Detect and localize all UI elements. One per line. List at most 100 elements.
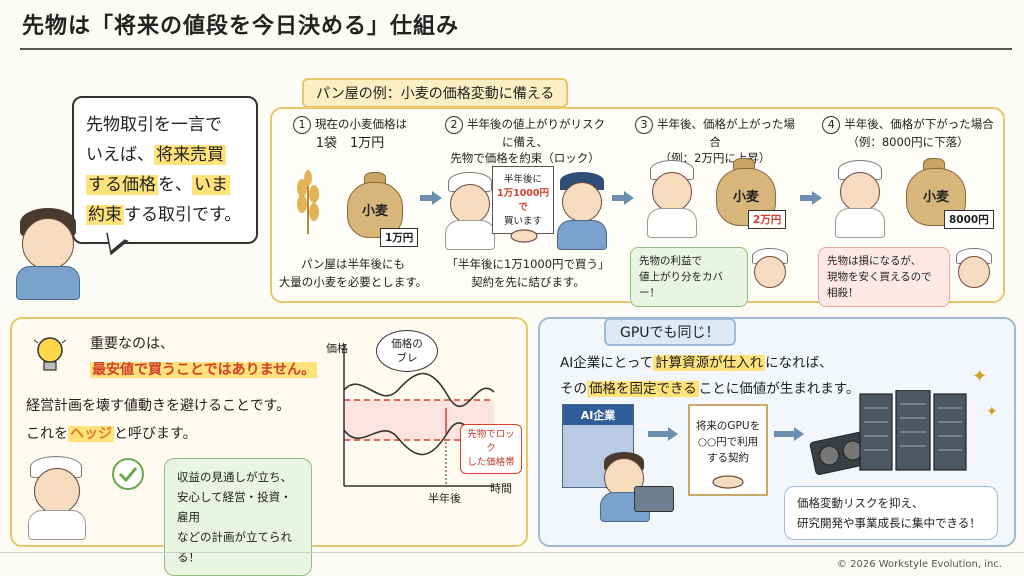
hedge-term: ヘッジ bbox=[68, 426, 114, 442]
hedge-text-1: 重要なのは、 bbox=[90, 336, 174, 352]
caption-line: 契約を先に結びます。 bbox=[471, 275, 585, 289]
note-line: などの計画が立てられる！ bbox=[177, 530, 292, 564]
contract-text: ○○円で利用 bbox=[697, 436, 759, 448]
copyright: © 2026 Workstyle Evolution, inc. bbox=[836, 559, 1002, 570]
step-1-caption: パン屋は半年後にも 大量の小麦を必要とします。 bbox=[278, 255, 428, 291]
bubble-line: 価格の bbox=[391, 338, 423, 350]
gpu-text-part: AI企業にとって bbox=[560, 355, 654, 371]
band-label-line: 先物でロック bbox=[467, 429, 515, 454]
hedge-text-3: 経営計画を壊す値動きを避けることです。 bbox=[26, 398, 291, 414]
step-title-line: 現在の小麦価格は bbox=[315, 117, 407, 131]
sparkle-icon: ✦ bbox=[986, 404, 998, 420]
arrow-right-icon bbox=[624, 191, 634, 205]
arrow-right-icon bbox=[812, 191, 822, 205]
step-1-title: 1 現在の小麦価格は 1袋 1万円 bbox=[280, 116, 420, 152]
band-label-line: した価格帯 bbox=[467, 457, 515, 468]
step-number: 2 bbox=[445, 116, 463, 134]
wheat-icon bbox=[290, 168, 326, 234]
sparkle-icon: ✦ bbox=[972, 366, 988, 387]
footer-divider bbox=[0, 552, 1024, 553]
price-tag: 1万円 bbox=[380, 228, 419, 247]
price-chart-svg bbox=[343, 344, 495, 487]
step-number: 1 bbox=[293, 116, 311, 134]
arrow-shaft bbox=[648, 431, 668, 437]
bubble-line-1: 先物取引を一言で bbox=[86, 115, 222, 135]
step-title-line: 半年後、価格が下がった場合 bbox=[844, 117, 994, 131]
gpu-text-part: になれば、 bbox=[765, 355, 833, 371]
price-fluctuation-diagram bbox=[322, 334, 522, 504]
handshake-icon bbox=[712, 474, 744, 489]
ai-company-building-icon: AI企業 bbox=[562, 404, 634, 488]
chart-y-label: 価格 bbox=[326, 342, 348, 355]
arrow-shaft bbox=[800, 195, 812, 201]
offset-note: 先物は損になるが、 現物を安く買えるので相殺！ bbox=[818, 247, 950, 307]
lightbulb-icon bbox=[32, 334, 68, 378]
price-tag: 8000円 bbox=[944, 210, 994, 229]
chart-x-tick: 半年後 bbox=[428, 492, 461, 505]
arrow-right-icon bbox=[432, 191, 442, 205]
contract-text: 将来のGPUを bbox=[695, 420, 761, 432]
price-curve-upper bbox=[343, 372, 495, 407]
laptop-icon bbox=[634, 486, 674, 512]
gpu-text-part: その bbox=[560, 381, 587, 397]
gpu-text: AI企業にとって計算資源が仕入れになれば、 その価格を固定できることに価値が生ま… bbox=[560, 350, 859, 402]
note-line: 安心して経営・投資・雇用 bbox=[177, 490, 292, 524]
contract-text: する契約 bbox=[707, 452, 749, 464]
note-line: 研究開発や事業成長に集中できる！ bbox=[797, 516, 981, 530]
note-line: 収益の見通しが立ち、 bbox=[177, 470, 292, 484]
contract-price: 1万1000円で bbox=[496, 188, 550, 213]
note-line: 先物の利益で bbox=[639, 255, 702, 267]
bubble-highlight: 約束 bbox=[86, 205, 124, 225]
speech-bubble: 先物取引を一言で いえば、将来売買 する価格を、いま 約束する取引です。 bbox=[72, 96, 258, 244]
step-title-line: （例：8000円に下落） bbox=[847, 135, 969, 149]
hedge-text: と呼びます。 bbox=[114, 426, 197, 442]
caption-line: 大量の小麦を必要とします。 bbox=[278, 275, 428, 289]
handshake-icon bbox=[510, 228, 538, 243]
title-divider bbox=[20, 48, 1012, 50]
note-line: 価格変動リスクを抑え、 bbox=[797, 496, 924, 510]
locked-band-label: 先物でロック した価格帯 bbox=[460, 424, 522, 474]
server-rack-icon bbox=[858, 389, 968, 472]
caption-line: 「半年後に1万1000円で買う」 bbox=[446, 257, 610, 271]
hedge-text: これを bbox=[26, 426, 68, 442]
arrow-right-icon bbox=[668, 427, 678, 441]
step-2-caption: 「半年後に1万1000円で買う」 契約を先に結びます。 bbox=[438, 255, 618, 291]
note-line: 現物を安く買えるので相殺！ bbox=[827, 271, 932, 299]
caption-line: パン屋は半年後にも bbox=[300, 257, 406, 271]
profit-note: 先物の利益で 値上がり分をカバー！ bbox=[630, 247, 748, 307]
arrow-shaft bbox=[774, 431, 794, 437]
step-title-line: 半年後、価格が上がった場合 bbox=[657, 117, 795, 149]
building-sign: AI企業 bbox=[563, 405, 633, 425]
note-line: 先物は損になるが、 bbox=[827, 255, 922, 267]
bubble-text: する取引です。 bbox=[124, 205, 242, 225]
gpu-benefit-note: 価格変動リスクを抑え、 研究開発や事業成長に集中できる！ bbox=[784, 486, 998, 540]
bubble-highlight: 将来売買 bbox=[154, 145, 226, 165]
step-title-line: 1袋 1万円 bbox=[315, 136, 385, 151]
gpu-highlight: 価格を固定できる bbox=[587, 381, 699, 397]
contract-text: 買います bbox=[503, 216, 542, 227]
step-number: 3 bbox=[635, 116, 653, 134]
bakery-example-tag: パン屋の例：小麦の価格変動に備える bbox=[302, 78, 569, 108]
arrow-shaft bbox=[612, 195, 624, 201]
arrow-right-icon bbox=[794, 427, 804, 441]
note-line: 値上がり分をカバー！ bbox=[639, 271, 723, 299]
page-title: 先物は「将来の値段を今日決める」仕組み bbox=[22, 14, 460, 39]
checkmark-icon bbox=[112, 458, 144, 490]
benefit-note: 収益の見通しが立ち、 安心して経営・投資・雇用 などの計画が立てられる！ bbox=[164, 458, 312, 576]
step-title-line: 半年後の値上がりがリスクに備え、 bbox=[467, 117, 605, 149]
chart-x-label: 時間 bbox=[490, 482, 512, 495]
step-title-line: 先物で価格を約束（ロック） bbox=[450, 151, 600, 165]
bubble-highlight: する価格 bbox=[86, 175, 158, 195]
volatility-bubble: 価格の ブレ bbox=[376, 330, 438, 372]
step-number: 4 bbox=[822, 116, 841, 134]
gpu-text-part: ことに価値が生まれます。 bbox=[698, 381, 860, 397]
contract-text: 半年後に bbox=[503, 174, 542, 185]
price-tag: 2万円 bbox=[748, 210, 787, 229]
bubble-highlight: いま bbox=[192, 175, 230, 195]
gpu-highlight: 計算資源が仕入れ bbox=[653, 355, 766, 371]
bubble-text: を、 bbox=[158, 175, 192, 195]
bubble-text: いえば、 bbox=[86, 145, 154, 165]
